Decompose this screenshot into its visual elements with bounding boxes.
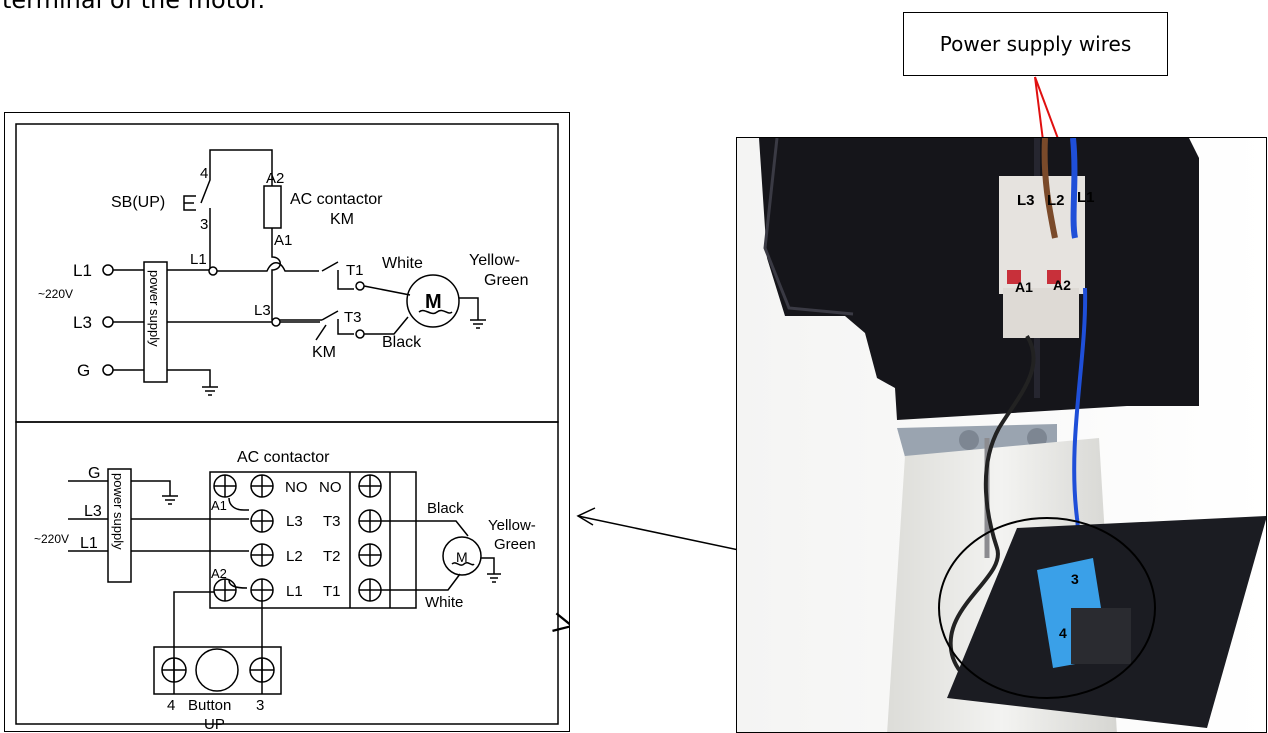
ac-contactor-body [208,470,417,609]
wiring-voltage: ~220V [34,532,69,546]
intro-text: terminal of the motor. [2,0,266,14]
wiring-g: G [88,465,100,482]
terminal-no-1: NO [285,479,308,496]
terminal-screws [212,473,382,602]
wiring-a2: A2 [211,566,227,581]
terminal-t1: T1 [346,262,364,279]
button-pin-3: 3 [256,697,264,714]
callout-label: Power supply wires [939,32,1132,56]
button-highlight-circle [938,517,1156,699]
wiring-title: AC contactor [237,449,330,466]
wiring-yellow-label: Yellow- [488,517,536,534]
wiring-diagram-panel: SB(UP) 4 3 A2 A1 AC contactor KM L1 ~220… [4,112,570,732]
contactor-km: KM [330,211,354,228]
wiring-l1: L1 [80,535,98,552]
voltage-label: ~220V [38,287,73,301]
power-supply-wires-callout: Power supply wires [903,12,1168,76]
terminal-t2: T2 [323,548,341,565]
terminal-t3: T3 [323,513,341,530]
terminal-l1-left: L1 [73,261,92,280]
photo-l1: L1 [1077,189,1095,206]
motor-symbol-top [405,273,460,328]
wiring-power-supply-box [106,467,132,583]
photo-l3: L3 [1017,192,1035,209]
wiring-diagram: SB(UP) 4 3 A2 A1 AC contactor KM L1 ~220… [14,122,570,732]
sb-pin-3: 3 [200,216,208,233]
wire-white-label: White [382,255,423,272]
wiring-frame [14,420,559,725]
button-label: Button [188,697,231,714]
motor-m-bottom: M [456,549,468,565]
junction-l3: L3 [254,302,271,319]
junction-l1: L1 [190,251,207,268]
km-switch-label: KM [312,344,336,361]
terminal-g-left: G [77,361,90,380]
terminal-t1: T1 [323,583,341,600]
terminal-l3: L3 [286,513,303,530]
green-label: Green [484,272,528,289]
power-supply-vertical: power supply [147,270,162,347]
photo-l2: L2 [1047,192,1065,209]
motor-enclosure [759,138,1199,420]
sb-button-symbol [182,194,196,211]
sb-up-label: SB(UP) [111,194,165,211]
terminal-l3-left: L3 [73,313,92,332]
yellow-label: Yellow- [469,252,520,269]
photo-btn-3: 3 [1071,571,1079,587]
pump-photo: L3 L2 L1 A1 A2 4 3 [736,137,1267,733]
photo-btn-4: 4 [1059,625,1067,641]
wiring-black-label: Black [427,500,464,517]
button-pin-4: 4 [167,697,175,714]
coil-a2: A2 [266,170,284,187]
wiring-a1: A1 [211,498,227,513]
motor-symbol-bottom [441,535,482,576]
wiring-green-label: Green [494,536,536,553]
motor-m-top: M [425,291,442,313]
coil-a1: A1 [274,232,292,249]
terminal-no-2: NO [319,479,342,496]
wiring-white-label: White [425,594,463,611]
wiring-l3: L3 [84,503,102,520]
photo-a2: A2 [1053,277,1071,293]
wire-black-label: Black [382,334,422,351]
up-button-block [152,645,282,695]
terminal-t3: T3 [344,309,362,326]
terminal-l2: L2 [286,548,303,565]
button-up-label: UP [204,716,225,732]
contactor-title: AC contactor [290,191,383,208]
photo-a1: A1 [1015,279,1033,295]
sb-pin-4: 4 [200,165,208,182]
wiring-power-supply-vertical: power supply [111,473,126,550]
terminal-l1: L1 [286,583,303,600]
